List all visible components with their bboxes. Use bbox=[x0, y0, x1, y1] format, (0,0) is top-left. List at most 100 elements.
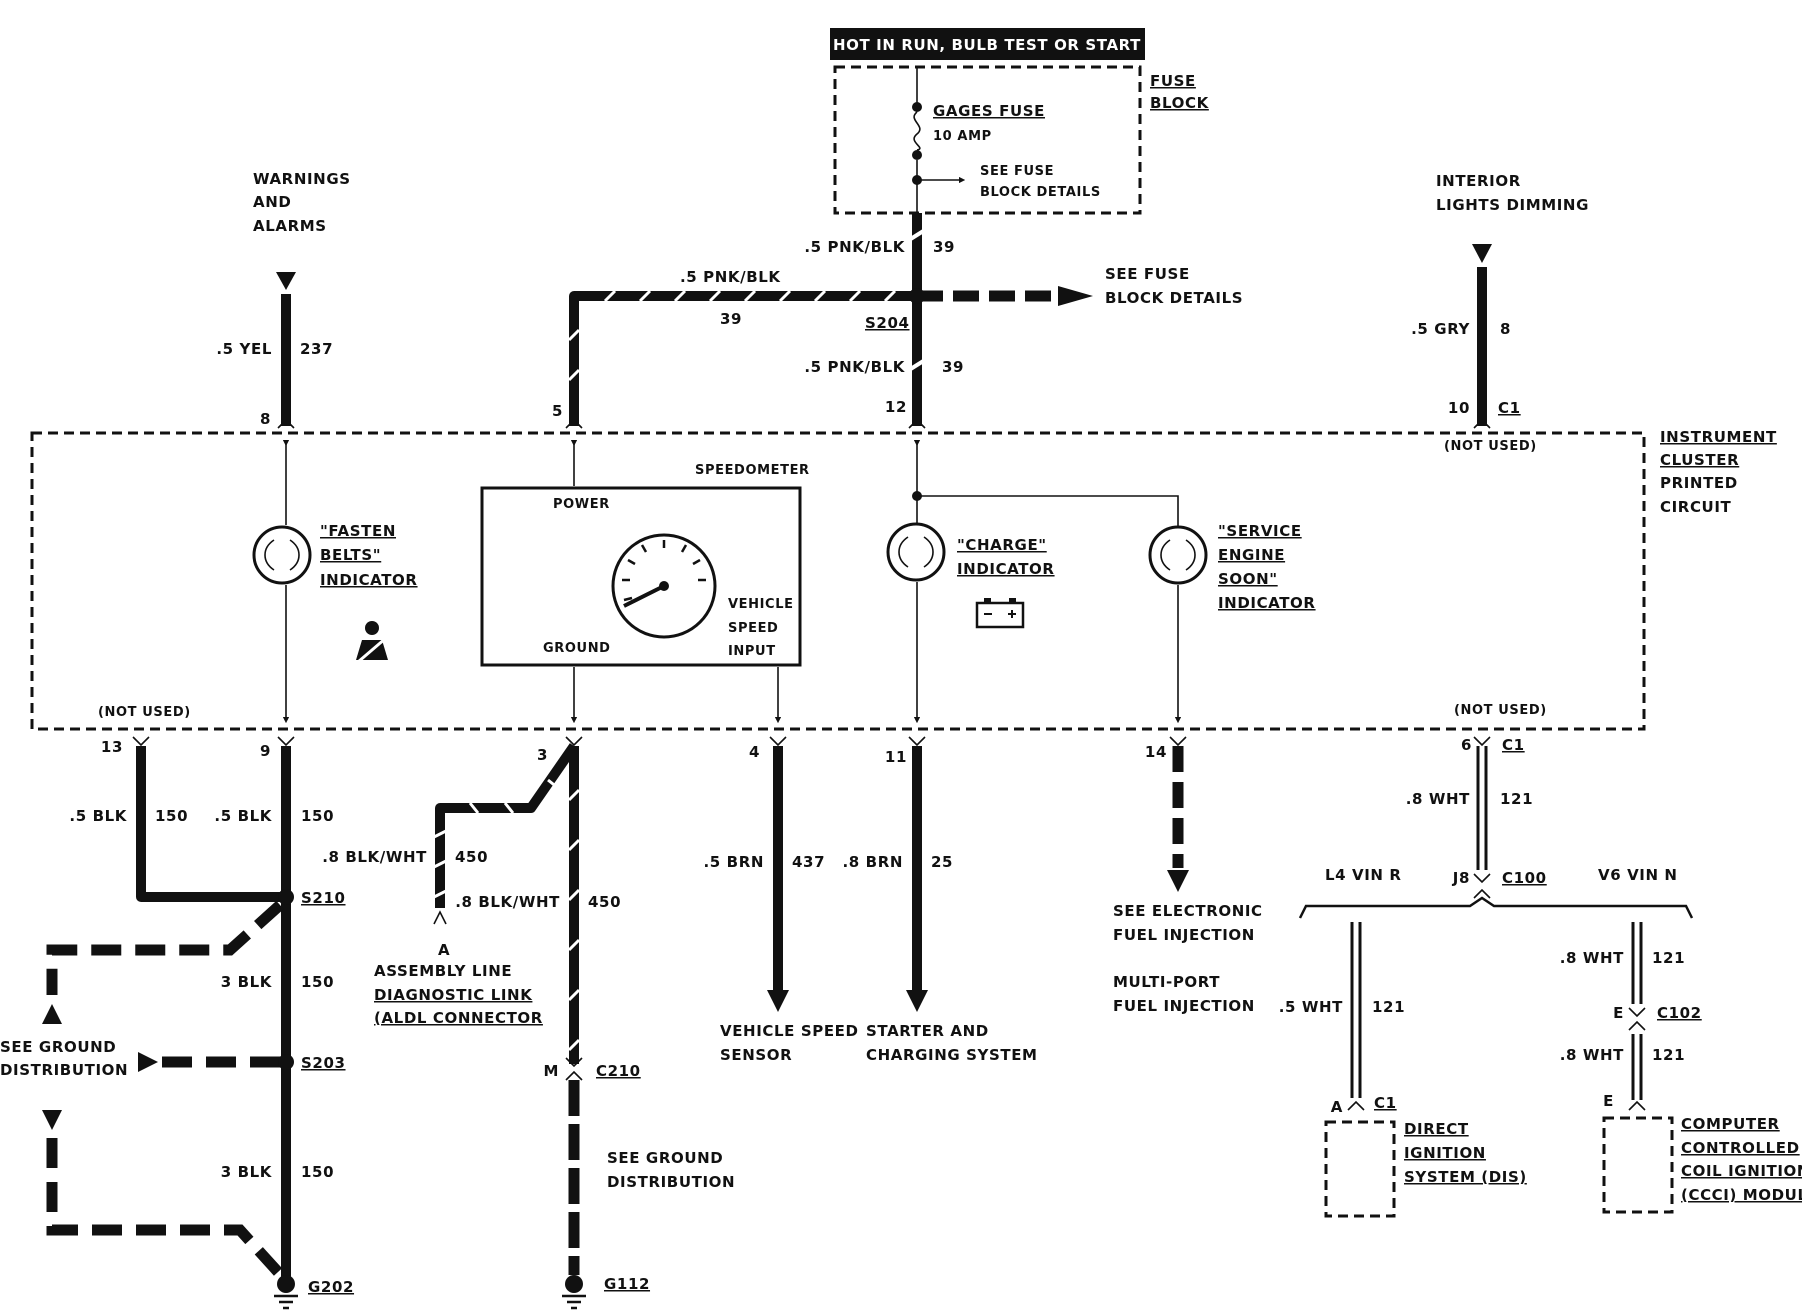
w9-gauge: .5 BLK bbox=[214, 807, 272, 825]
wire-13-blk bbox=[136, 746, 286, 902]
ses-4: INDICATOR bbox=[1218, 594, 1316, 612]
ground-dist-arrow-up bbox=[42, 1004, 62, 1024]
fuse-details-arrow bbox=[1058, 286, 1093, 306]
dis-module-box bbox=[1324, 1120, 1396, 1218]
see-ground2-2: DISTRIBUTION bbox=[607, 1173, 735, 1191]
ccci-1: COMPUTER bbox=[1681, 1115, 1780, 1133]
dis-pin: A bbox=[1331, 1098, 1343, 1116]
fuse-terminal-top bbox=[912, 102, 922, 112]
not-used-top: (NOT USED) bbox=[1444, 439, 1537, 454]
ccci-pin: E bbox=[1603, 1092, 1614, 1110]
mpfi-1: MULTI-PORT bbox=[1113, 973, 1220, 991]
g112-ground-icon bbox=[565, 1275, 583, 1293]
fuse-name: GAGES FUSE bbox=[933, 102, 1045, 120]
w6-circuit: 121 bbox=[1500, 790, 1533, 808]
splice-s204-label: S204 bbox=[865, 314, 910, 332]
ses-2: ENGINE bbox=[1218, 546, 1285, 564]
connector-c1-top: C1 bbox=[1498, 399, 1521, 417]
c210-connector-icon bbox=[565, 1057, 583, 1081]
ccci-4: (CCCI) MODULE bbox=[1681, 1186, 1802, 1204]
fuse-see-details-2: BLOCK DETAILS bbox=[980, 185, 1101, 200]
efi-2: FUEL INJECTION bbox=[1113, 926, 1255, 944]
efi-arrow bbox=[1167, 870, 1189, 892]
c100-pin: J8 bbox=[1452, 869, 1470, 887]
low-circuit: 150 bbox=[301, 1163, 334, 1181]
speedometer-needle bbox=[623, 584, 665, 608]
s210-label: S210 bbox=[301, 889, 346, 907]
chg-1: STARTER AND bbox=[866, 1022, 989, 1040]
pin-6-connector: C1 bbox=[1502, 736, 1525, 754]
l4-label: L4 VIN R bbox=[1325, 866, 1402, 884]
g202-ground-icon bbox=[277, 1275, 295, 1293]
speedometer-gauge-icon bbox=[611, 533, 717, 639]
speedo-ground-label: GROUND bbox=[543, 641, 611, 656]
fasten-1: "FASTEN bbox=[320, 522, 396, 540]
cluster-top-terminals bbox=[277, 418, 1491, 429]
dis-2: IGNITION bbox=[1404, 1144, 1486, 1162]
cluster-bottom-terminals bbox=[132, 736, 1491, 747]
cluster-label-3: PRINTED bbox=[1660, 474, 1738, 492]
v6-circuit1: 121 bbox=[1652, 949, 1685, 967]
pin-14: 14 bbox=[1145, 743, 1167, 761]
ses-3: SOON" bbox=[1218, 570, 1278, 588]
header-banner-text: HOT IN RUN, BULB TEST OR START bbox=[833, 36, 1141, 54]
fuse-block-label-2: BLOCK bbox=[1150, 94, 1210, 112]
vss-gauge: .5 BRN bbox=[704, 853, 765, 871]
aldl-2: DIAGNOSTIC LINK bbox=[374, 986, 533, 1004]
g112-label: G112 bbox=[604, 1275, 650, 1293]
aldl-pin: A bbox=[438, 941, 450, 959]
speedometer-box bbox=[480, 486, 802, 667]
feed-circuit-top: 39 bbox=[933, 238, 955, 256]
ses-bulb-icon bbox=[1148, 525, 1208, 585]
charge-2: INDICATOR bbox=[957, 560, 1055, 578]
vss-1: VEHICLE SPEED bbox=[720, 1022, 859, 1040]
pin-13: 13 bbox=[101, 738, 123, 756]
gnd-circuit: 450 bbox=[588, 893, 621, 911]
splice-s210 bbox=[278, 889, 294, 905]
feed-gauge-low: .5 PNK/BLK bbox=[804, 358, 905, 376]
chg-gauge: .8 BRN bbox=[843, 853, 904, 871]
charge-bulb-icon bbox=[886, 522, 946, 582]
not-used-left: (NOT USED) bbox=[98, 705, 191, 720]
c102-label: C102 bbox=[1657, 1004, 1702, 1022]
aldl-circuit: 450 bbox=[455, 848, 488, 866]
vsi-3: INPUT bbox=[728, 644, 776, 659]
l4-circuit: 121 bbox=[1372, 998, 1405, 1016]
ground-dist-wire-1 bbox=[46, 900, 284, 995]
v6-label: V6 VIN N bbox=[1598, 866, 1678, 884]
pin-6: 6 bbox=[1461, 736, 1472, 754]
w13-circuit: 150 bbox=[155, 807, 188, 825]
pin-9: 9 bbox=[260, 742, 271, 760]
mpfi-2: FUEL INJECTION bbox=[1113, 997, 1255, 1015]
ses-1: "SERVICE bbox=[1218, 522, 1302, 540]
fuse-terminal-bottom bbox=[912, 150, 922, 160]
c102-pin: E bbox=[1613, 1004, 1624, 1022]
mid-gauge: 3 BLK bbox=[221, 973, 273, 991]
option-bracket bbox=[1298, 896, 1694, 919]
header-banner bbox=[830, 28, 1145, 60]
aldl-gauge: .8 BLK/WHT bbox=[322, 848, 427, 866]
branch-gauge: .5 PNK/BLK bbox=[680, 268, 781, 286]
w13-gauge: .5 BLK bbox=[69, 807, 127, 825]
w9-circuit: 150 bbox=[301, 807, 334, 825]
interior-arrow bbox=[1472, 244, 1492, 263]
speedo-power-wire bbox=[569, 291, 917, 426]
ground-dist-arrow-down bbox=[42, 1110, 62, 1130]
c210-label: C210 bbox=[596, 1062, 641, 1080]
vsi-2: SPEED bbox=[728, 621, 778, 636]
fuse-block-box bbox=[833, 65, 1142, 215]
vss-2: SENSOR bbox=[720, 1046, 792, 1064]
interior-gauge: .5 GRY bbox=[1411, 320, 1470, 338]
branch-circuit: 39 bbox=[720, 310, 742, 328]
v6-circuit2: 121 bbox=[1652, 1046, 1685, 1064]
c210-pin: M bbox=[543, 1062, 559, 1080]
dis-1: DIRECT bbox=[1404, 1120, 1469, 1138]
interior-1: INTERIOR bbox=[1436, 172, 1521, 190]
fasten-belts-bulb-icon bbox=[252, 525, 312, 585]
ground-dist-arrow-right bbox=[138, 1052, 158, 1072]
see-fuse-1: SEE FUSE bbox=[1105, 265, 1190, 283]
aldl-wire bbox=[435, 743, 579, 908]
pin-4: 4 bbox=[749, 743, 760, 761]
see-ground2-1: SEE GROUND bbox=[607, 1149, 723, 1167]
warnings-gauge: .5 YEL bbox=[216, 340, 272, 358]
